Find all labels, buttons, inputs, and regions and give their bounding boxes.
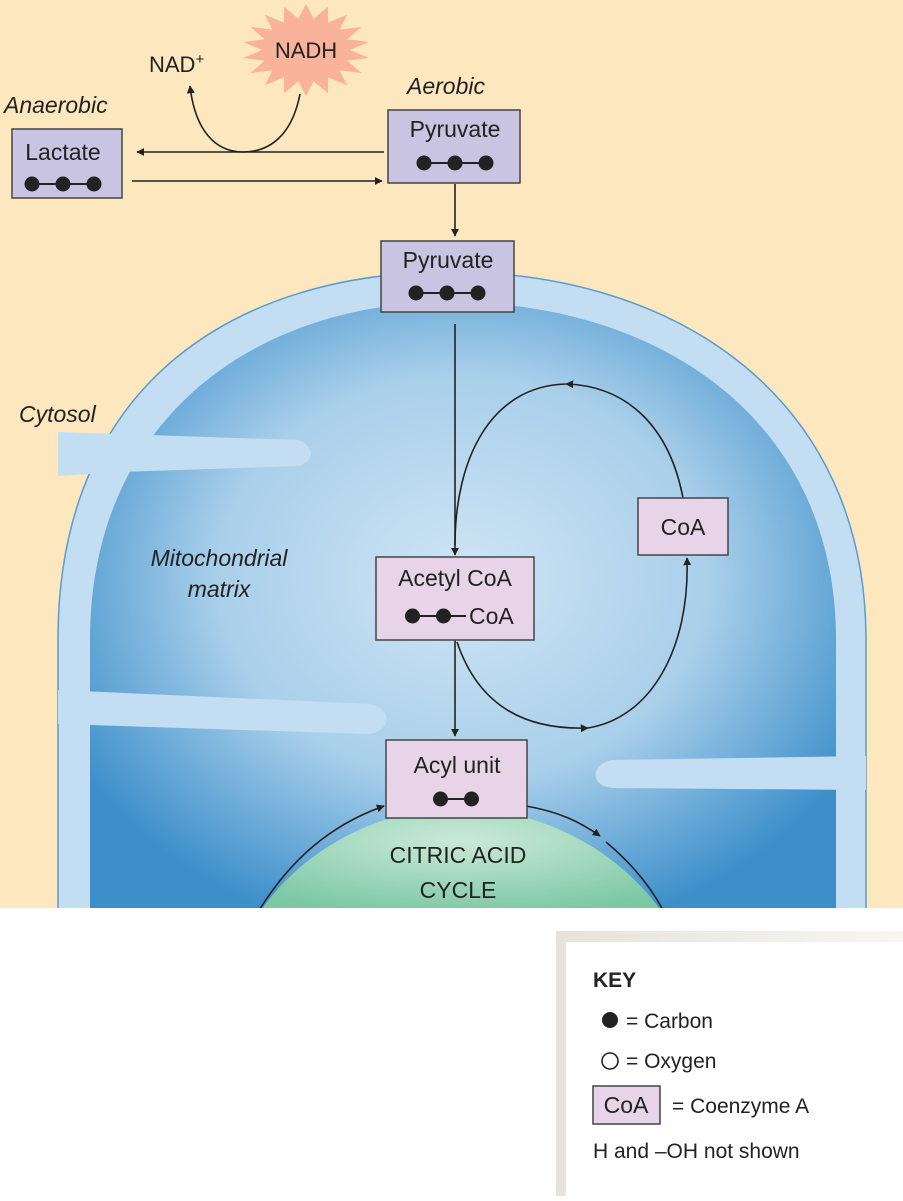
acetyl-coa-suffix: CoA <box>469 603 514 629</box>
acyl-unit-label: Acyl unit <box>414 752 502 778</box>
cycle-arrow-in <box>259 804 385 908</box>
arrow-coa-release <box>456 641 589 733</box>
anaerobic-label: Anaerobic <box>2 92 108 118</box>
carbon-icon <box>602 1012 618 1028</box>
carbon-atom <box>433 791 448 807</box>
crista-right <box>595 756 866 790</box>
cycle-label-line2: CYCLE <box>420 877 497 903</box>
nadh-burst-icon <box>243 3 369 97</box>
arrow-coa-return-down <box>454 383 567 546</box>
lactate-label: Lactate <box>25 139 100 165</box>
carbon-atom <box>405 608 420 624</box>
arrow-coa-return <box>565 380 684 499</box>
nadh-label: NADH <box>275 38 337 63</box>
carbon-atom <box>439 285 455 301</box>
matrix-label-line2: matrix <box>188 576 252 602</box>
acetyl-coa-box: Acetyl CoA CoA <box>375 556 535 641</box>
pyruvate-cytosol-label: Pyruvate <box>410 116 501 142</box>
coa-label: CoA <box>661 514 706 540</box>
carbon-atom <box>436 608 451 624</box>
nad-label: NAD+ <box>149 51 204 77</box>
carbon-atom <box>55 176 71 192</box>
arrow-coa-release-up <box>587 557 692 729</box>
lactate-box: Lactate <box>11 128 123 199</box>
acetyl-coa-carbon-chain <box>405 608 451 624</box>
cycle-label-line1: CITRIC ACID <box>390 842 527 868</box>
cycle-arrow-out-tail <box>605 841 663 908</box>
cycle-arrow-out <box>525 805 601 837</box>
key-title: KEY <box>593 969 636 992</box>
key-panel: KEY = Carbon = Oxygen CoA = Coenzyme A H… <box>556 931 903 1196</box>
carbon-atom <box>24 176 40 192</box>
acetyl-coa-label: Acetyl CoA <box>398 565 512 591</box>
citric-acid-cycle-region <box>262 808 659 908</box>
pyruvate-membrane-box: Pyruvate <box>380 240 515 313</box>
oxygen-icon <box>601 1052 619 1070</box>
coa-box: CoA <box>637 497 729 556</box>
aerobic-label: Aerobic <box>405 73 485 99</box>
acyl-unit-box: Acyl unit <box>385 739 528 819</box>
key-coa-description: = Coenzyme A <box>672 1095 809 1118</box>
crista-lower-left <box>58 690 387 734</box>
pyruvate-cytosol-carbon-chain <box>416 155 494 171</box>
carbon-atom <box>447 155 463 171</box>
key-coa-label: CoA <box>604 1092 649 1118</box>
cytosol-label: Cytosol <box>19 401 97 427</box>
acyl-unit-carbon-chain <box>433 791 479 807</box>
carbon-atom <box>416 155 432 171</box>
crista-upper-left <box>58 432 311 476</box>
pyruvate-membrane-carbon-chain <box>408 285 486 301</box>
pyruvate-cytosol-box: Pyruvate <box>387 109 521 184</box>
key-coa-swatch <box>592 1085 661 1125</box>
matrix-label-line1: Mitochondrial <box>151 545 289 571</box>
lactate-carbon-chain <box>24 176 102 192</box>
carbon-atom <box>470 285 486 301</box>
key-carbon-label: = Carbon <box>626 1010 713 1033</box>
pyruvate-membrane-label: Pyruvate <box>403 247 494 273</box>
carbon-atom <box>464 791 479 807</box>
key-panel-body <box>566 942 903 1196</box>
key-oxygen-label: = Oxygen <box>626 1050 716 1073</box>
carbon-atom <box>478 155 494 171</box>
arrow-nadh-to-nad <box>186 85 301 153</box>
key-note: H and –OH not shown <box>593 1140 800 1163</box>
carbon-atom <box>408 285 424 301</box>
carbon-atom <box>86 176 102 192</box>
